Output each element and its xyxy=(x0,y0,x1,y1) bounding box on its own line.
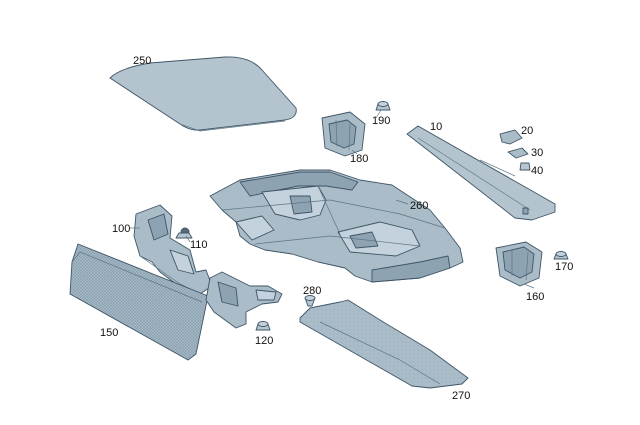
part-40-screw xyxy=(519,162,531,171)
part-180-storage-bin xyxy=(321,111,366,157)
callout-160: 160 xyxy=(526,291,544,303)
part-10-long-panel xyxy=(406,125,556,221)
callout-190: 190 xyxy=(372,115,390,127)
part-170-fastener xyxy=(553,251,569,260)
callout-100: 100 xyxy=(112,223,130,235)
callout-260: 260 xyxy=(410,200,428,212)
callout-280: 280 xyxy=(303,285,321,297)
part-260-floor-tray xyxy=(209,169,464,283)
part-270-floor-panel xyxy=(299,299,469,389)
callout-150: 150 xyxy=(100,327,118,339)
callout-labels: 250 190 180 10 20 30 40 260 100 110 170 … xyxy=(100,55,573,402)
callout-170: 170 xyxy=(555,261,573,273)
callout-180: 180 xyxy=(350,153,368,165)
part-190-fastener xyxy=(375,101,391,111)
callout-20: 20 xyxy=(521,125,533,137)
part-160-storage-bin xyxy=(495,241,543,287)
part-120-fastener xyxy=(255,321,271,331)
callout-120: 120 xyxy=(255,335,273,347)
callout-110: 110 xyxy=(190,239,208,251)
leader-lines xyxy=(130,109,535,289)
part-110-screw xyxy=(175,227,193,239)
callout-40: 40 xyxy=(531,165,543,177)
part-280-clip xyxy=(304,295,316,307)
part-150-mesh-panel xyxy=(69,243,209,361)
callout-30: 30 xyxy=(531,147,543,159)
callout-10: 10 xyxy=(430,121,442,133)
part-120-bracket xyxy=(205,271,283,329)
callout-250: 250 xyxy=(133,55,151,67)
part-30-clip xyxy=(507,147,529,159)
part-20-clip xyxy=(499,129,523,145)
part-250-cover-panel xyxy=(109,56,297,132)
callout-270: 270 xyxy=(452,390,470,402)
